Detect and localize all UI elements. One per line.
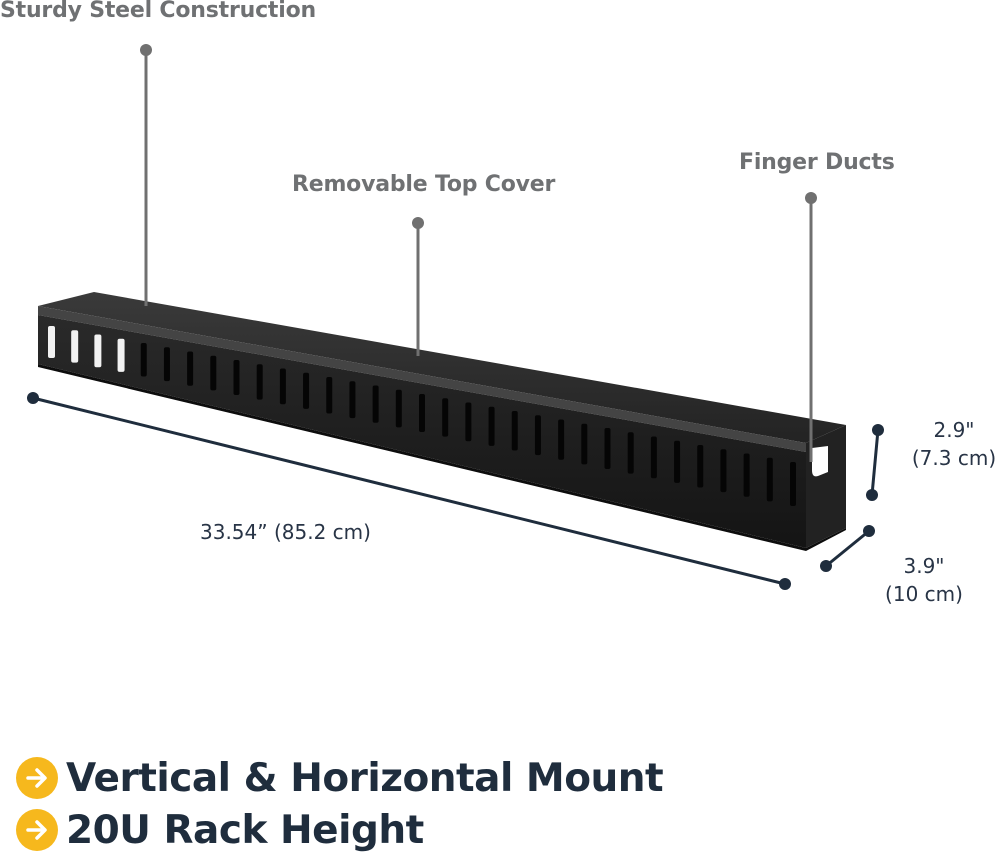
finger-slot <box>303 372 310 409</box>
depth-dimension-cm: (10 cm) <box>885 582 963 606</box>
finger-slot <box>766 457 773 502</box>
finger-slot <box>720 449 727 493</box>
finger-slot <box>48 326 55 358</box>
finger-slot <box>419 394 425 432</box>
finger-slot <box>627 432 634 474</box>
top-cover <box>38 292 846 443</box>
finger-slot <box>187 351 194 386</box>
finger-slot <box>743 453 750 497</box>
finger-slot <box>117 338 125 372</box>
feature-label: 20U Rack Height <box>66 807 424 853</box>
callout-finger-ducts: Finger Ducts <box>739 150 895 175</box>
finger-slot <box>279 368 286 405</box>
finger-slot <box>488 406 495 446</box>
feature-item: 20U Rack Height <box>16 804 663 856</box>
finger-duct-opening <box>812 446 828 477</box>
callout-leaders <box>140 44 817 462</box>
finger-slot <box>256 364 263 400</box>
finger-slot <box>650 436 657 479</box>
finger-slot <box>442 398 449 437</box>
finger-slot <box>71 330 79 363</box>
construction-leader-dot <box>140 44 152 56</box>
finger-slot <box>233 360 240 395</box>
height-dimension-line <box>870 429 880 496</box>
finger-slot <box>790 462 796 506</box>
dimension-lines <box>27 392 884 590</box>
finger-slot <box>697 445 704 488</box>
height-dimension-inches: 2.9" <box>933 418 975 442</box>
finger-slot <box>465 402 472 442</box>
finger-slot <box>349 381 356 419</box>
finger-slot <box>581 423 588 465</box>
length-dimension-line <box>32 396 786 586</box>
cable-duct <box>38 292 846 551</box>
finger-slot <box>163 347 170 382</box>
finger-ducts-leader-dot <box>805 192 817 204</box>
feature-label: Vertical & Horizontal Mount <box>66 755 664 801</box>
finger-slots <box>48 326 796 506</box>
finger-slot <box>210 355 217 391</box>
finger-slot <box>534 415 541 456</box>
finger-slot <box>558 419 565 460</box>
height-dimension-label: 2.9" (7.3 cm) <box>908 416 1000 472</box>
callout-top-cover: Removable Top Cover <box>292 172 556 197</box>
length-dimension-label: 33.54” (85.2 cm) <box>200 520 371 544</box>
arrow-right-circle-icon <box>16 757 58 799</box>
feature-list: Vertical & Horizontal Mount 20U Rack Hei… <box>16 752 664 856</box>
depth-dimension-label: 3.9" (10 cm) <box>876 552 972 608</box>
finger-slot <box>395 389 402 428</box>
top-cover-leader-dot <box>412 217 424 229</box>
feature-item: Vertical & Horizontal Mount <box>16 752 664 804</box>
finger-slot <box>326 377 333 414</box>
finger-slot <box>511 411 518 451</box>
arrow-right-circle-icon <box>16 809 58 851</box>
depth-dimension-inches: 3.9" <box>903 554 945 578</box>
finger-slot <box>604 428 611 469</box>
callout-construction: Sturdy Steel Construction <box>0 0 316 23</box>
finger-slot <box>140 343 147 377</box>
finger-slot <box>94 334 102 368</box>
depth-dimension-line <box>825 529 870 568</box>
finger-slot <box>372 385 379 423</box>
finger-slot <box>674 440 681 483</box>
height-dimension-cm: (7.3 cm) <box>911 446 997 470</box>
